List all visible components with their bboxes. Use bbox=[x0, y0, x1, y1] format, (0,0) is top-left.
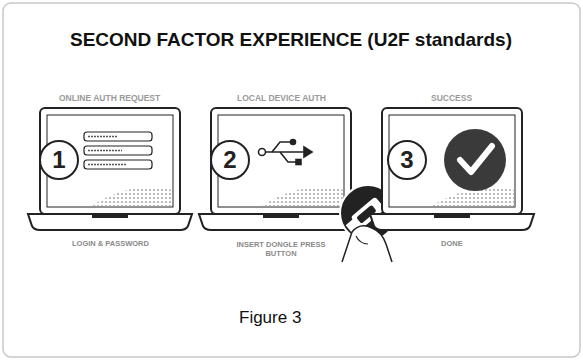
step-caption: DONE bbox=[441, 239, 463, 248]
laptop-3 bbox=[370, 108, 534, 230]
step-number-circle: 3 bbox=[387, 140, 427, 180]
laptop-1 bbox=[28, 108, 192, 230]
step-number-circle: 1 bbox=[39, 140, 79, 180]
laptop-2 bbox=[199, 108, 396, 262]
step-caption: LOGIN & PASSWORD bbox=[72, 239, 149, 248]
usb-symbol bbox=[259, 140, 313, 165]
callout-number: 1 bbox=[52, 146, 65, 174]
step-heading: LOCAL DEVICE AUTH bbox=[237, 93, 326, 104]
step-heading: ONLINE AUTH REQUEST bbox=[59, 93, 160, 104]
step-number-circle: 2 bbox=[210, 140, 250, 180]
diagram-title: SECOND FACTOR EXPERIENCE (U2F standards) bbox=[70, 29, 512, 51]
callout-number: 2 bbox=[223, 146, 236, 174]
callout-number: 3 bbox=[400, 146, 413, 174]
step-heading: SUCCESS bbox=[431, 93, 472, 104]
success-check bbox=[444, 129, 506, 191]
figure-caption: Figure 3 bbox=[239, 308, 301, 328]
step-caption: INSERT DONGLE PRESS BUTTON bbox=[236, 240, 326, 259]
